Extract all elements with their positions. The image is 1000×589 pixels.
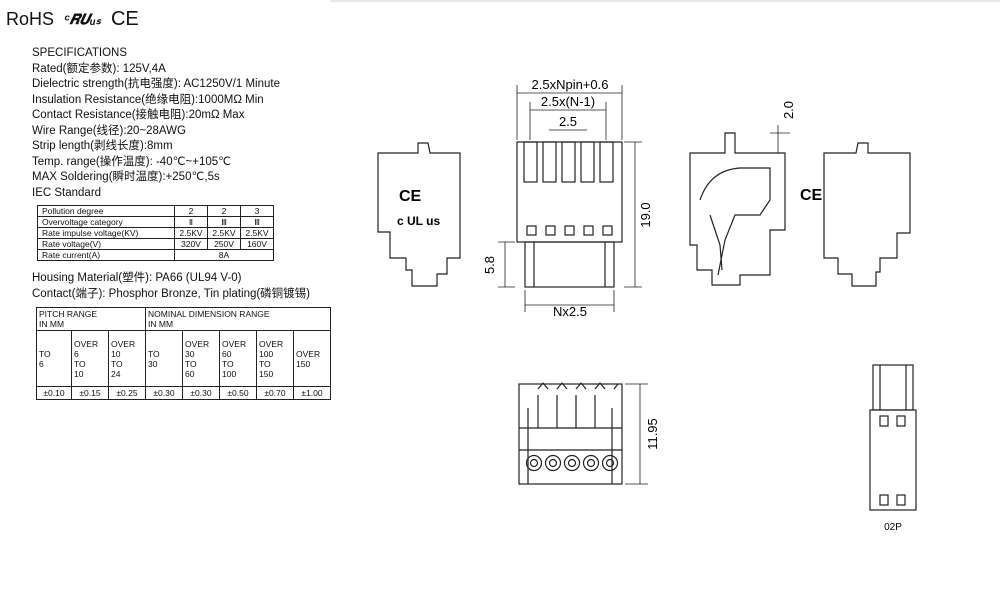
spec-line: MAX Soldering(瞬时温度):+250℃,5s — [32, 171, 220, 183]
ce-marking-side: CE — [399, 188, 422, 205]
tolerance-table: PITCH RANGE IN MM NOMINAL DIMENSION RANG… — [36, 307, 331, 400]
dim-lower: 5.8 — [482, 256, 497, 274]
table-row: ±0.10 ±0.15 ±0.25 ±0.30 ±0.30 ±0.50 ±0.7… — [36, 386, 331, 400]
contact-material: Contact(端子): Phosphor Bronze, Tin platin… — [32, 288, 311, 300]
ul-marking-side: c UL us — [397, 214, 440, 228]
part-label: 02P — [884, 522, 902, 533]
spec-line: Contact Resistance(接触电阻):20mΩ Max — [32, 109, 245, 121]
dim-pitch: 2.5 — [559, 114, 577, 129]
spec-line: Insulation Resistance(绝缘电阻):1000MΩ Min — [32, 93, 264, 106]
specifications-title: SPECIFICATIONS — [32, 47, 127, 59]
dim-n-minus-1: 2.5x(N-1) — [541, 94, 595, 109]
dim-top: 2.0 — [781, 101, 796, 119]
spec-line: Wire Range(线径):20~28AWG — [32, 124, 186, 137]
bottom-view — [518, 382, 623, 485]
specifications-block: SPECIFICATIONS Rated(额定参数): 125V,4A Diel… — [32, 46, 362, 201]
ul-logo: ᶜ𝑹𝑼ᵤₛ — [64, 11, 101, 27]
dimension-lines — [498, 85, 790, 485]
table-row: Rate current(A) 8A — [37, 249, 274, 261]
ce-logo: CE — [110, 8, 139, 30]
spec-line: Temp. range(操作温度): -40℃~+105℃ — [32, 155, 232, 168]
part-02p-view — [869, 364, 917, 511]
table-row: Overvoltage category Ⅱ Ⅲ Ⅲ — [37, 216, 274, 228]
spec-line: Dielectric strength(抗电强度): AC1250V/1 Min… — [32, 78, 280, 90]
top-border-line — [330, 0, 1000, 2]
side-view-right — [823, 142, 911, 287]
ce-marking: CE — [800, 187, 823, 204]
housing-material: Housing Material(塑件): PA66 (UL94 V-0) — [32, 272, 242, 284]
rohs-mark: RoHS — [6, 9, 55, 29]
side-view-left — [377, 142, 461, 287]
pitch-range-header: PITCH RANGE IN MM — [36, 307, 146, 331]
section-view — [689, 132, 786, 286]
dim-total-width: 2.5xNpin+0.6 — [532, 77, 609, 92]
spec-line: Strip length(剥线长度):8mm — [32, 140, 173, 152]
table-row: Rate voltage(V) 320V 250V 160V — [37, 238, 274, 250]
dim-width: Nx2.5 — [553, 304, 587, 319]
housing-block: Housing Material(塑件): PA66 (UL94 V-0) Co… — [32, 270, 310, 302]
dim-height: 19.0 — [638, 202, 653, 227]
front-view — [516, 141, 623, 288]
iec-standard-title: IEC Standard — [32, 186, 102, 199]
certification-header: RoHS ᶜ𝑹𝑼ᵤₛ CE — [6, 8, 139, 31]
spec-line: Rated(额定参数): 125V,4A — [32, 62, 166, 75]
iec-standard-table: Pollution degree 2 2 3 Overvoltage categ… — [37, 205, 274, 261]
dim-bottom: 11.95 — [645, 418, 660, 450]
